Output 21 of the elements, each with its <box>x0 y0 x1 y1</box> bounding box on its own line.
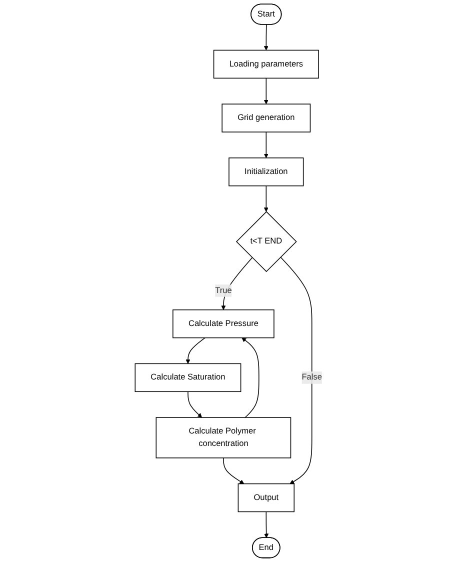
node-diamond: t<T END <box>236 211 298 272</box>
arrow <box>280 256 313 484</box>
node-box: Grid generation <box>222 104 312 132</box>
arrow <box>264 185 269 212</box>
node-box: Output <box>238 483 295 512</box>
node-box: Calculate Pressure <box>172 309 275 338</box>
edge-label: True <box>216 286 232 295</box>
arrow <box>264 511 270 538</box>
arrow <box>264 78 269 104</box>
node-box: Loading parameters <box>214 50 320 79</box>
arrow <box>242 338 260 418</box>
arrow <box>186 337 206 364</box>
arrow <box>264 24 269 50</box>
node-box: Initialization <box>229 158 304 186</box>
arrow <box>222 257 254 310</box>
edge-label: False <box>302 373 322 382</box>
node-box: Calculate Saturation <box>135 363 242 392</box>
node-box: Calculate Polymer concentration <box>156 417 292 458</box>
arrow <box>264 132 269 158</box>
arrow <box>223 458 245 484</box>
arrow <box>188 391 202 418</box>
